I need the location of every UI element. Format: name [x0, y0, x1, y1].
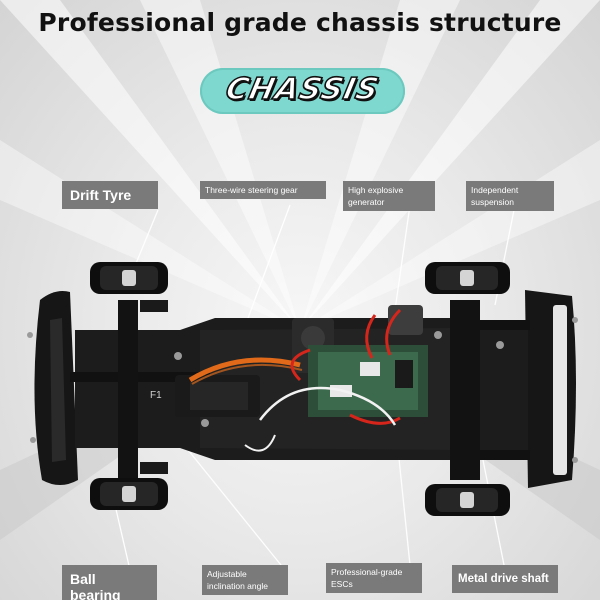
label-drive-shaft: Metal drive shaft [452, 565, 558, 593]
label-esc: Professional-grade ESCs [326, 563, 422, 593]
label-generator: High explosive generator [343, 181, 435, 211]
rear-right-tyre [425, 484, 510, 516]
label-inclination: Adjustable inclination angle [202, 565, 288, 595]
front-left-tyre [90, 262, 168, 294]
label-inclination-line2: inclination angle [207, 581, 268, 591]
label-suspension-line1: Independent [471, 185, 519, 195]
label-ball-bearing: Ball bearing [62, 565, 157, 600]
label-generator-line2: generator [348, 197, 385, 207]
front-right-tyre [90, 478, 168, 510]
label-drift-tyre: Drift Tyre [62, 181, 158, 209]
label-inclination-line1: Adjustable [207, 569, 247, 579]
label-steering-gear-text: Three-wire steering gear [205, 185, 298, 195]
label-esc-line1: Professional-grade [331, 567, 403, 577]
label-generator-line1: High explosive [348, 185, 404, 195]
servo-mark: F1 [150, 390, 162, 401]
label-esc-line2: ESCs [331, 579, 353, 589]
label-suspension: Independent suspension [466, 181, 554, 211]
label-suspension-line2: suspension [471, 197, 515, 207]
rear-light-strip [553, 305, 567, 475]
rear-bumper [525, 290, 576, 488]
label-steering-gear: Three-wire steering gear [200, 181, 326, 199]
wire-white [259, 386, 397, 426]
page-title: Professional grade chassis structure [38, 8, 562, 37]
wire-red-1 [385, 308, 402, 356]
chassis-badge: CHASSIS [200, 68, 405, 114]
rear-left-tyre [425, 262, 510, 294]
servo-wire-orange [188, 357, 301, 383]
